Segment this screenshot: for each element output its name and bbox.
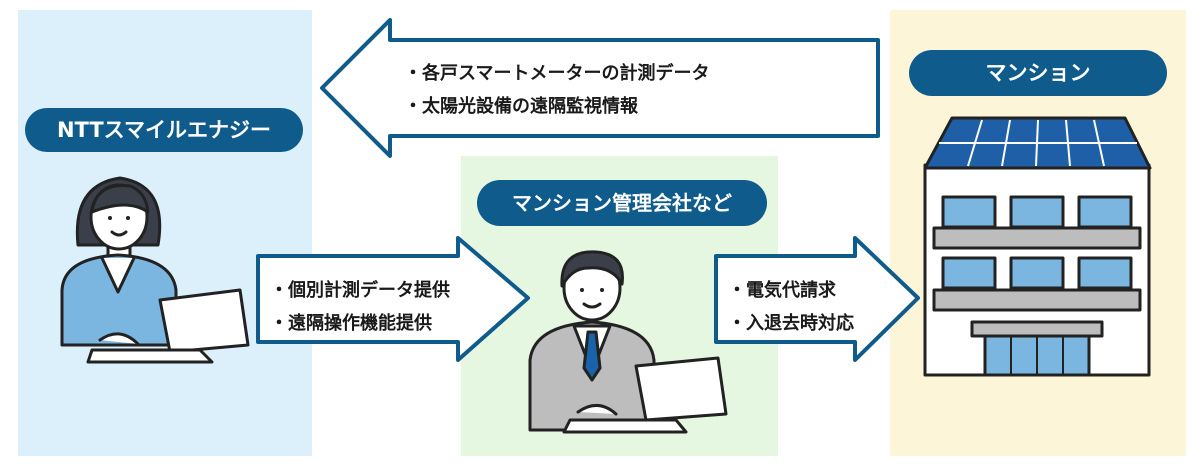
middle-arrow-line-1: ・個別計測データ提供	[270, 280, 450, 301]
arrow-right-right	[714, 236, 920, 362]
right-arrow-line-1: ・電気代請求	[728, 280, 836, 301]
top-arrow-line-2: ・太陽光設備の遠隔監視情報	[404, 96, 638, 117]
woman-at-laptop-icon	[60, 176, 250, 364]
apartment-building-icon	[923, 116, 1152, 377]
middle-arrow-line-2: ・遠隔操作機能提供	[270, 313, 432, 334]
arrow-top-left	[320, 18, 880, 158]
management-company-label: マンション管理会社など	[477, 180, 767, 226]
mansion-label: マンション	[909, 50, 1167, 96]
arrow-middle-right	[256, 236, 530, 362]
right-arrow-line-2: ・入退去時対応	[728, 313, 854, 334]
ntt-smile-energy-label: NTTスマイルエナジー	[25, 108, 303, 152]
businessman-at-laptop-icon	[528, 250, 728, 434]
top-arrow-line-1: ・各戸スマートメーターの計測データ	[404, 63, 710, 84]
zone-ntt	[18, 10, 312, 456]
